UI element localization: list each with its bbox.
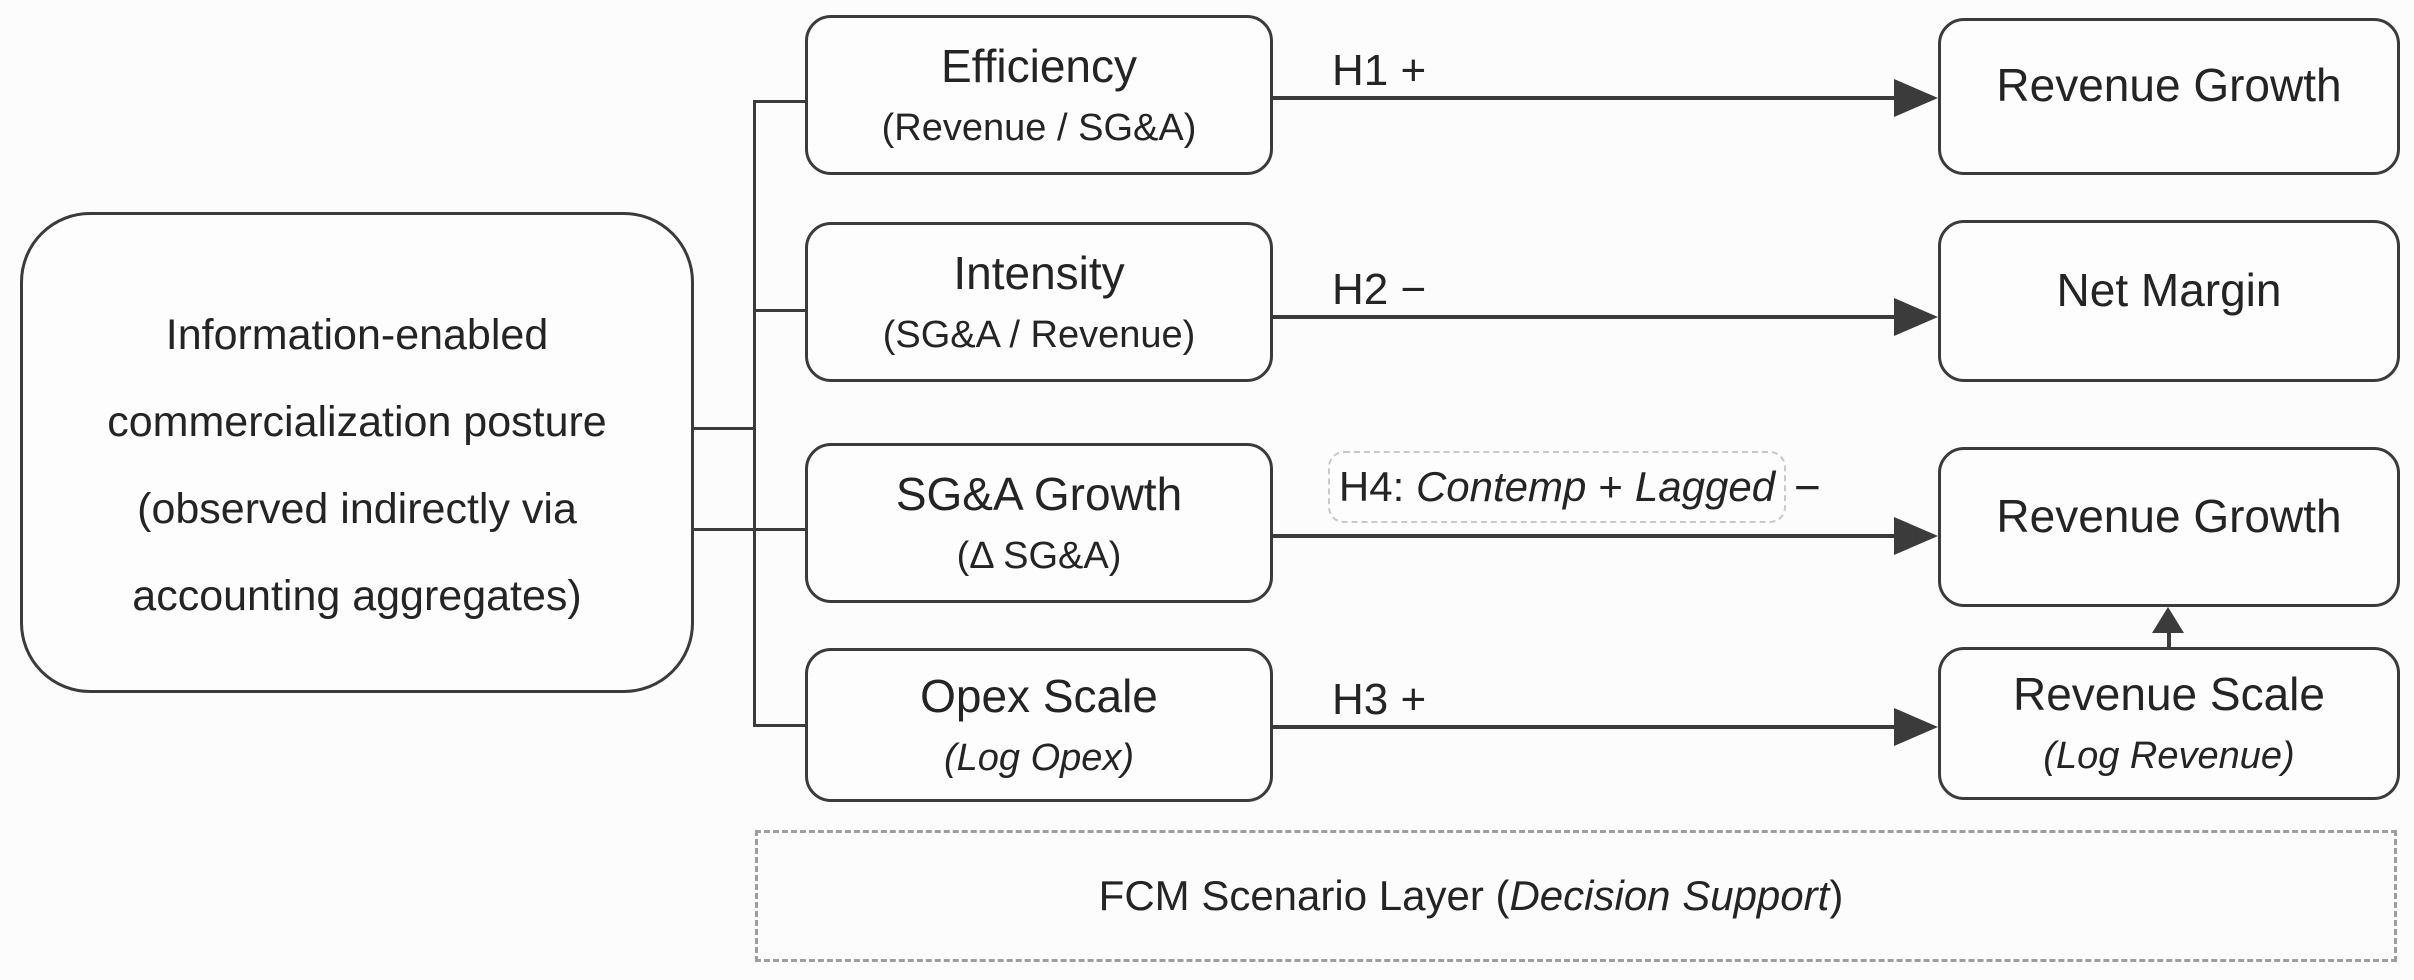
edge-h3-label: H3 + bbox=[1332, 675, 1427, 724]
edge-h4-label-box: H4: Contemp + Lagged bbox=[1328, 451, 1786, 523]
node-revenue-scale: Revenue Scale (Log Revenue) bbox=[1938, 647, 2400, 800]
node-efficiency: Efficiency (Revenue / SG&A) bbox=[805, 15, 1273, 175]
node-opex-scale: Opex Scale (Log Opex) bbox=[805, 648, 1273, 802]
edge-h3-arrowhead-icon bbox=[1894, 708, 1938, 746]
edge-h4-prefix: H4: bbox=[1338, 463, 1405, 510]
node-intensity-subtitle: (SG&A / Revenue) bbox=[882, 313, 1196, 356]
node-net-margin-title: Net Margin bbox=[2056, 263, 2282, 316]
edge-h1-arrow bbox=[1273, 96, 1900, 100]
node-revenue-growth-h4: Revenue Growth bbox=[1938, 447, 2400, 607]
edge-h4-lagged: Lagged bbox=[1634, 463, 1776, 510]
node-intensity: Intensity (SG&A / Revenue) bbox=[805, 222, 1273, 382]
node-revenue-scale-subtitle: (Log Revenue) bbox=[2043, 735, 2295, 778]
latent-line-3: (observed indirectly via bbox=[137, 484, 577, 533]
latent-line-2: commercialization posture bbox=[107, 397, 607, 446]
connector-stub-opex bbox=[753, 724, 805, 727]
edge-h4-plus: + bbox=[1598, 463, 1623, 510]
node-opex-scale-subtitle: (Log Opex) bbox=[943, 736, 1135, 779]
fcm-scenario-label: FCM Scenario Layer (Decision Support) bbox=[1099, 872, 1844, 920]
node-revenue-scale-title: Revenue Scale bbox=[2013, 668, 2325, 721]
node-revenue-growth-h1-title: Revenue Growth bbox=[1996, 59, 2342, 112]
fcm-label-italic: Decision Support bbox=[1509, 872, 1830, 919]
node-opex-scale-title: Opex Scale bbox=[920, 669, 1158, 722]
node-sga-growth-title: SG&A Growth bbox=[895, 467, 1183, 520]
fcm-scenario-layer-box: FCM Scenario Layer (Decision Support) bbox=[755, 830, 2397, 962]
edge-h2-arrowhead-icon bbox=[1894, 298, 1938, 336]
connector-stub-latent-upper bbox=[694, 427, 756, 430]
fcm-label-suffix: ) bbox=[1829, 872, 1844, 919]
edge-h1-label: H1 + bbox=[1332, 46, 1427, 95]
node-information-posture: Information-enabled commercialization po… bbox=[20, 212, 694, 693]
node-efficiency-subtitle: (Revenue / SG&A) bbox=[881, 106, 1197, 149]
edge-scale-to-growth-arrowhead-icon bbox=[2152, 607, 2184, 633]
edge-h1-arrowhead-icon bbox=[1894, 79, 1938, 117]
node-net-margin: Net Margin bbox=[1938, 220, 2400, 382]
connector-stub-sga-growth bbox=[694, 528, 805, 531]
connector-stub-efficiency bbox=[753, 100, 805, 103]
node-efficiency-title: Efficiency bbox=[940, 39, 1138, 92]
edge-h2-arrow bbox=[1273, 315, 1900, 319]
node-intensity-title: Intensity bbox=[953, 246, 1125, 299]
latent-line-4: accounting aggregates) bbox=[132, 571, 582, 620]
connector-stub-intensity bbox=[753, 309, 805, 312]
edge-h2-label: H2 − bbox=[1332, 265, 1427, 314]
edge-scale-to-growth-arrow bbox=[2167, 628, 2171, 648]
fcm-label-prefix: FCM Scenario Layer ( bbox=[1098, 872, 1510, 919]
edge-h4-minus: − bbox=[1794, 461, 1821, 513]
node-sga-growth: SG&A Growth (Δ SG&A) bbox=[805, 443, 1273, 603]
node-revenue-growth-h4-title: Revenue Growth bbox=[1996, 489, 2342, 542]
node-revenue-growth-h1: Revenue Growth bbox=[1938, 18, 2400, 175]
connector-trunk bbox=[753, 100, 756, 727]
edge-h3-arrow bbox=[1273, 725, 1900, 729]
edge-h4-arrow bbox=[1273, 534, 1900, 538]
edge-h4-contemp: Contemp bbox=[1415, 463, 1587, 510]
node-sga-growth-subtitle: (Δ SG&A) bbox=[956, 534, 1122, 577]
latent-line-1: Information-enabled bbox=[165, 310, 549, 359]
edge-h4-arrowhead-icon bbox=[1894, 517, 1938, 555]
